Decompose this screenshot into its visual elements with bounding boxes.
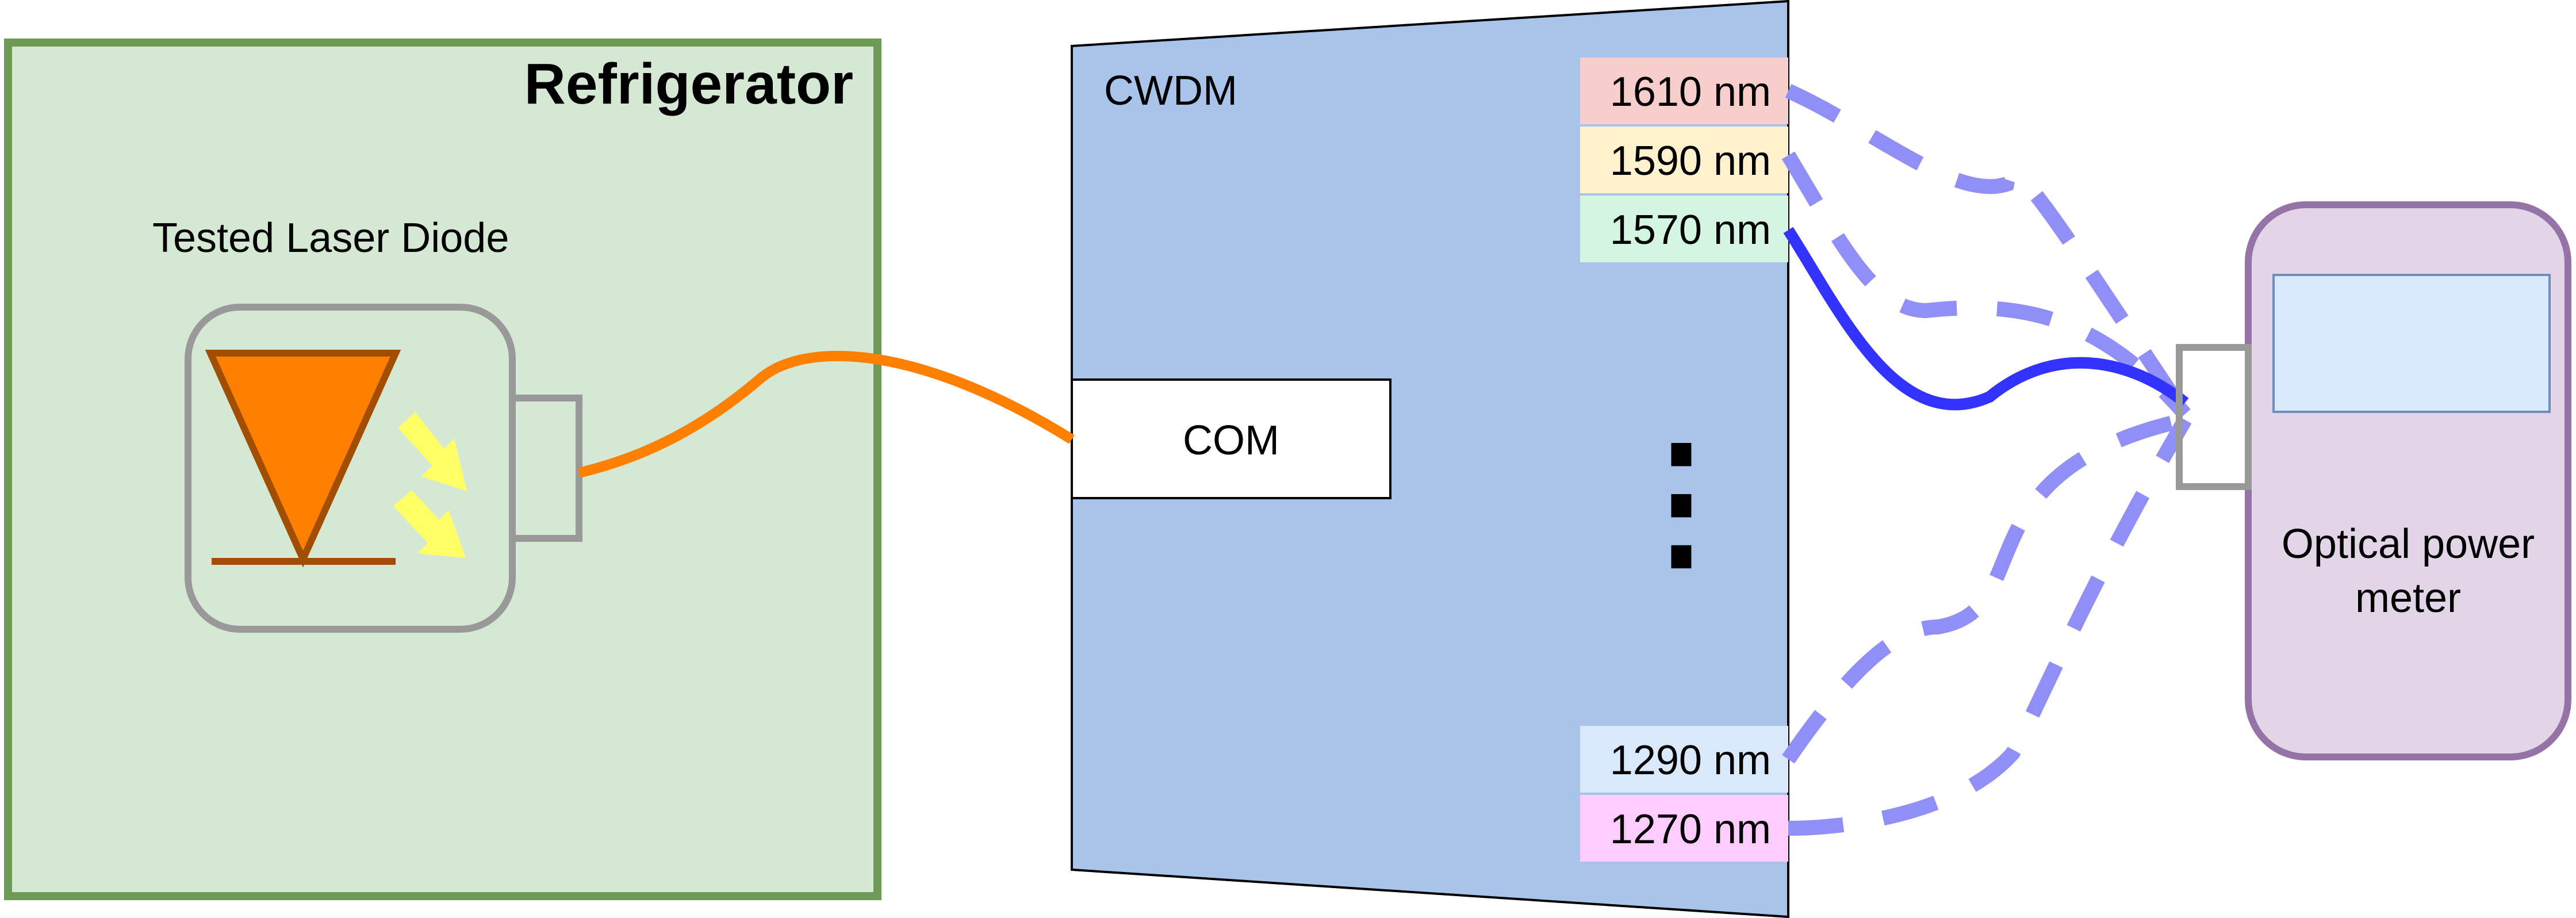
cwdm: CWDM COM 1610 nm 1590 nm 1570 nm 1290 nm…	[1071, 0, 1789, 918]
fibers	[577, 84, 2192, 836]
power-meter-display	[2272, 274, 2551, 413]
power-meter-label-line2: meter	[2355, 575, 2461, 621]
refrigerator-title: Refrigerator	[524, 52, 853, 116]
power-meter-label-line1: Optical power	[2282, 521, 2535, 567]
channel-1610-swatch	[1580, 58, 1788, 124]
power-meter-input-port	[2176, 344, 2252, 490]
emission-arrow-icon	[398, 412, 467, 491]
channel-1290: 1290 nm	[1580, 726, 1788, 793]
channel-1290-label: 1290 nm	[1610, 737, 1771, 783]
channels-ellipsis-dots: ⋮	[1607, 418, 1756, 584]
cwdm-title: CWDM	[1104, 68, 1237, 114]
emission-arrow-icon	[393, 490, 466, 558]
inactive-fiber-1290	[1782, 412, 2187, 764]
channel-1290-swatch	[1580, 726, 1788, 793]
com-port-box	[1071, 378, 1392, 499]
light-emission-arrows	[393, 412, 467, 558]
optical-power-meter: Optical power meter	[2176, 201, 2571, 760]
channel-1570-label: 1570 nm	[1610, 207, 1771, 253]
active-fiber-1570	[1783, 227, 2189, 411]
inactive-fiber-1590	[1781, 151, 2191, 419]
input-fiber	[577, 350, 1075, 478]
channel-1270-swatch	[1580, 795, 1788, 862]
channel-1590-label: 1590 nm	[1610, 138, 1771, 184]
tested-laser-diode: Tested Laser Diode	[152, 215, 582, 633]
laser-diode-label: Tested Laser Diode	[152, 215, 509, 261]
channel-1570: 1570 nm	[1580, 196, 1788, 262]
channel-1270-label: 1270 nm	[1610, 806, 1771, 852]
com-port-label: COM	[1183, 418, 1279, 464]
diode-symbol-triangle	[205, 350, 401, 568]
channel-1610-label: 1610 nm	[1610, 69, 1771, 115]
channel-1590-swatch	[1580, 127, 1788, 193]
channel-1610: 1610 nm	[1580, 58, 1788, 124]
channel-1590: 1590 nm	[1580, 127, 1788, 193]
channel-1270: 1270 nm	[1580, 795, 1788, 862]
channel-1570-swatch	[1580, 196, 1788, 262]
inactive-fiber-1270	[1788, 416, 2192, 836]
inactive-fiber-1610	[1785, 84, 2191, 419]
